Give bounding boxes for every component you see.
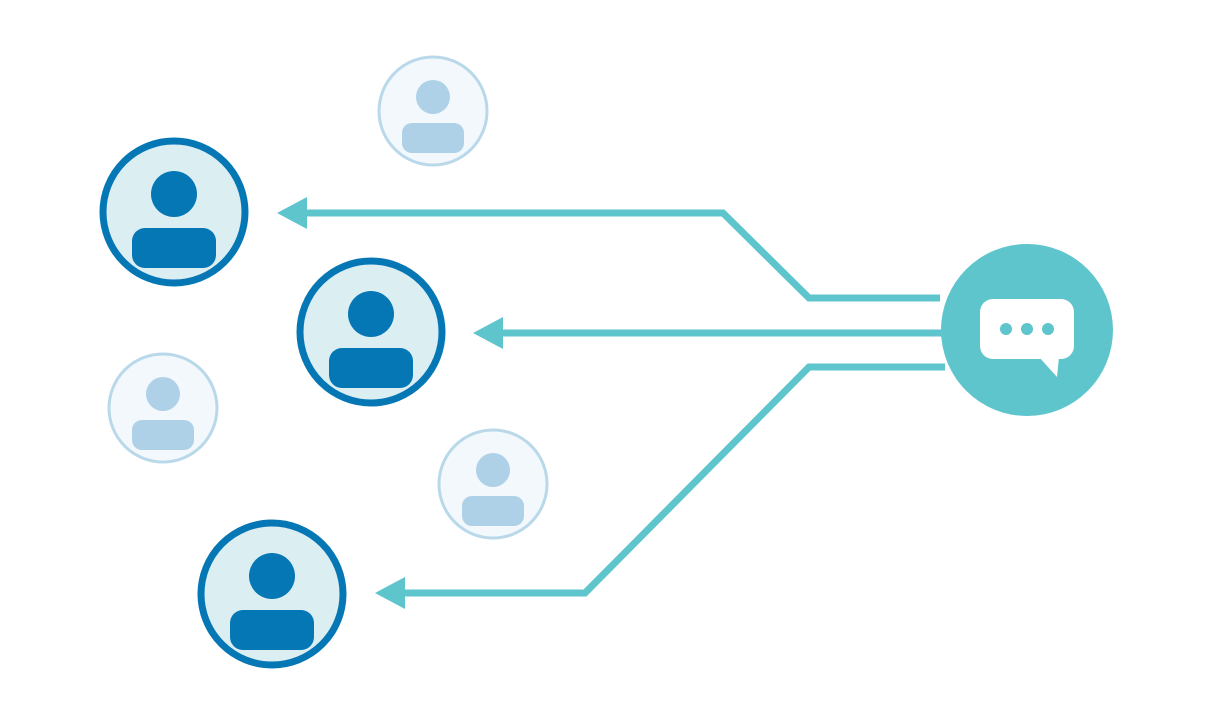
user-icon-head bbox=[249, 553, 295, 599]
arrowhead-active-bottom bbox=[375, 577, 405, 609]
arrowhead-active-top bbox=[277, 197, 307, 229]
connector-to-active-bottom bbox=[399, 363, 945, 597]
user-avatar bbox=[377, 55, 489, 167]
connector-to-active-top bbox=[301, 209, 940, 302]
user-avatar bbox=[99, 137, 249, 287]
user-icon bbox=[402, 80, 464, 153]
arrowheads bbox=[277, 197, 503, 609]
user-icon bbox=[132, 171, 216, 268]
user-icon-body bbox=[402, 123, 464, 153]
user-icon-body bbox=[230, 610, 314, 650]
user-icon bbox=[132, 377, 194, 450]
user-icon-body bbox=[132, 228, 216, 268]
user-icon bbox=[329, 291, 413, 388]
user-icon bbox=[230, 553, 314, 650]
user-avatar bbox=[197, 519, 347, 669]
chat-bubble-icon bbox=[980, 299, 1074, 377]
user-avatar bbox=[107, 352, 219, 464]
user-icon-body bbox=[329, 348, 413, 388]
chat-hub bbox=[941, 244, 1113, 416]
typing-dots bbox=[1000, 323, 1054, 335]
user-icon-head bbox=[476, 453, 510, 487]
user-icon-head bbox=[151, 171, 197, 217]
typing-dot bbox=[1021, 323, 1033, 335]
user-icon-head bbox=[146, 377, 180, 411]
arrowhead-active-middle bbox=[473, 317, 503, 349]
user-icon bbox=[462, 453, 524, 526]
user-icon-body bbox=[462, 496, 524, 526]
user-icon-head bbox=[416, 80, 450, 114]
user-avatar bbox=[296, 257, 446, 407]
connector-lines bbox=[301, 209, 945, 597]
typing-dot bbox=[1042, 323, 1054, 335]
user-icon-body bbox=[132, 420, 194, 450]
typing-dot bbox=[1000, 323, 1012, 335]
user-icon-head bbox=[348, 291, 394, 337]
user-avatar bbox=[437, 428, 549, 540]
chat-bubble-tail bbox=[1039, 357, 1059, 377]
